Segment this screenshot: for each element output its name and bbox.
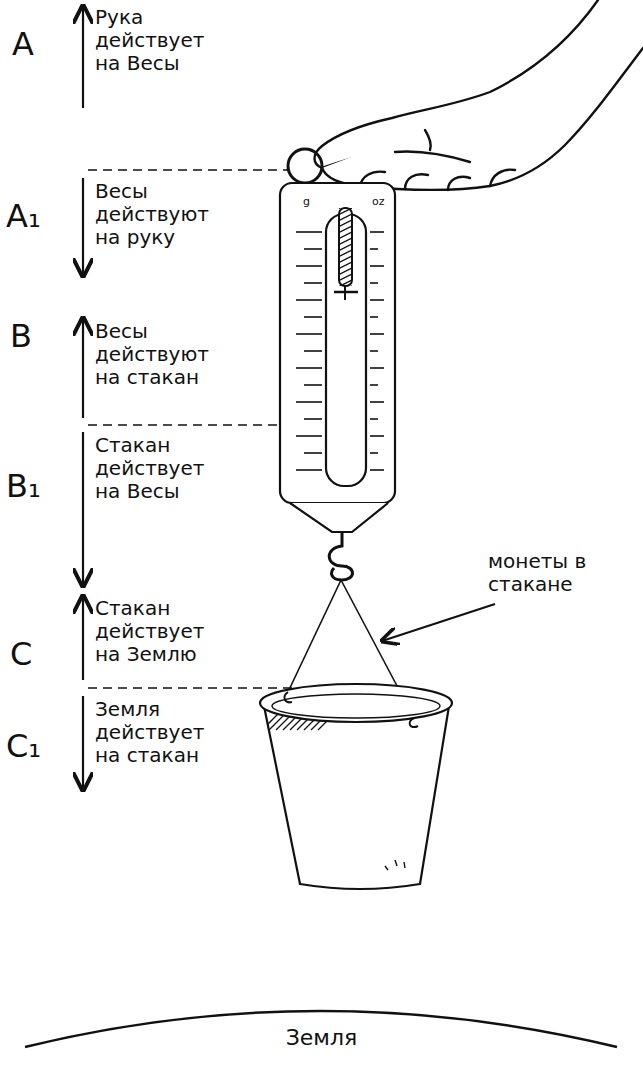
cup [260, 684, 452, 889]
spring-scale [280, 183, 395, 532]
force-text: Рука действует на Весы [95, 6, 215, 75]
force-letter: C [10, 636, 50, 673]
leader-line [382, 604, 495, 641]
force-text: Стакан действует на Землю [95, 597, 225, 666]
force-letter: B₁ [6, 468, 66, 505]
force-text: Стакан действует на Весы [95, 434, 215, 503]
force-text: Весы действуют на стакан [95, 320, 215, 389]
hook [329, 532, 352, 580]
callout-label: монеты в стакане [488, 550, 608, 596]
scale-indicator [334, 200, 358, 306]
force-letter: A [12, 26, 52, 63]
force-text: Весы действуют на руку [95, 180, 215, 249]
force-letter: C₁ [6, 728, 66, 765]
force-arrows [82, 6, 84, 790]
scale-ticks [296, 232, 384, 470]
scale-unit: g [303, 196, 317, 209]
force-text: Земля действует на стакан [95, 698, 215, 767]
ring [288, 149, 322, 183]
hand [315, 0, 643, 190]
scale-unit: oz [372, 196, 392, 209]
earth-surface: Земля [0, 985, 643, 1081]
earth-label: Земля [0, 1025, 643, 1050]
force-letter: A₁ [6, 198, 66, 235]
force-letter: B [10, 318, 50, 355]
